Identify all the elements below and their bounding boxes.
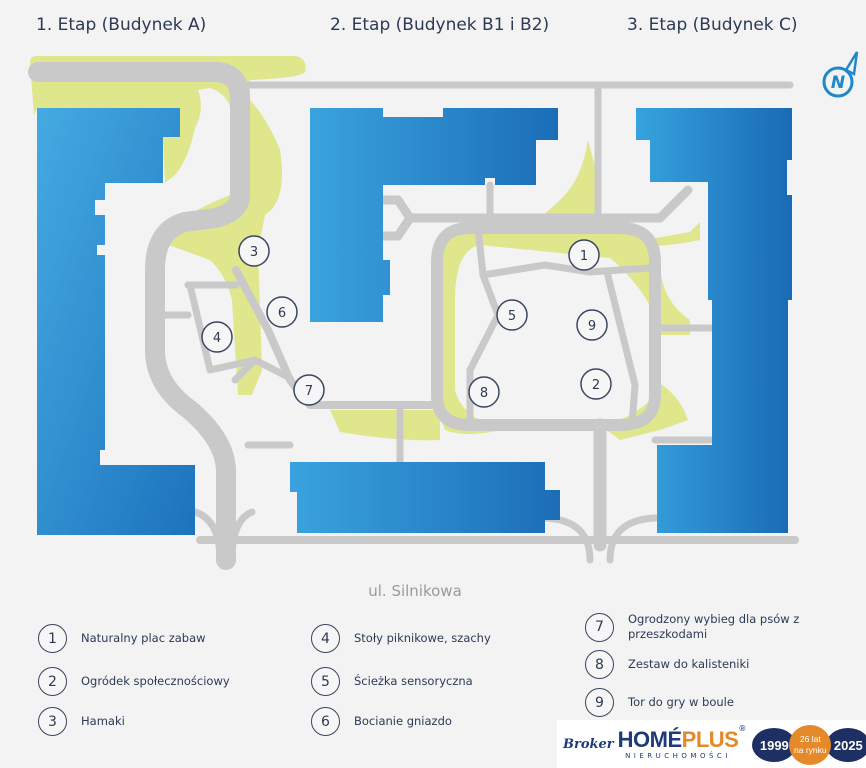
building-a [37,108,195,535]
north-compass-icon: N [822,51,859,98]
legend-number: 6 [311,707,340,736]
year-start: 1999 [752,728,797,762]
building-b2 [290,462,560,533]
logo-sub: NIERUCHOMOŚCI [625,751,731,760]
anniversary: 26 lat na rynku [789,725,832,765]
anniv-line1: 26 lat [799,734,821,744]
marker-number: 9 [588,319,596,334]
map-marker-2: 2 [580,368,612,400]
marker-circle [576,309,608,341]
marker-number: 2 [592,378,600,393]
legend-label: Hamaki [81,714,125,728]
legend-label: Naturalny plac zabaw [81,631,206,645]
marker-number: 6 [278,306,286,321]
legend-label: Ogrodzony wybieg dla psów z przeszkodami [628,612,800,641]
legend-label: Bocianie gniazdo [354,714,452,728]
logo-home: HOMÉ [617,726,683,752]
marker-circle [468,376,500,408]
map-marker-7: 7 [293,374,325,406]
legend-item-2: 2 Ogródek społecznościowy [38,667,271,696]
legend-number: 2 [38,667,67,696]
map-marker-4: 4 [201,321,233,353]
map-marker-3: 3 [238,235,270,267]
map-marker-6: 6 [266,296,298,328]
legend-item-9: 9 Tor do gry w boule [585,688,818,717]
legend-number: 3 [38,707,67,736]
legend-label: Zestaw do kalisteniki [628,657,750,671]
logo-brand: HOMÉPLUS NIERUCHOMOŚCI [617,726,739,760]
legend-item-1: 1 Naturalny plac zabaw [38,624,271,653]
legend-label: Ścieżka sensoryczna [354,674,473,688]
marker-number: 3 [250,245,258,260]
marker-circle [293,374,325,406]
compass-letter: N [831,73,845,93]
legend-item-3: 3 Hamaki [38,707,271,736]
legend-label: Ogródek społecznościowy [81,674,230,688]
marker-circle [496,299,528,331]
legend-number: 8 [585,650,614,679]
year-end: 2025 [826,728,866,762]
anniversary-badge: 1999 26 lat na rynku 2025 [752,724,866,765]
legend-item-5: 5 Ścieżka sensoryczna [311,667,544,696]
legend-item-4: 4 Stoły piknikowe, szachy [311,624,544,653]
marker-circle [580,368,612,400]
marker-circle [238,235,270,267]
stage-3-title: 3. Etap (Budynek C) [627,15,798,35]
logo-registered: ® [738,724,747,733]
marker-number: 5 [508,309,516,324]
marker-circle [266,296,298,328]
stage-2-title: 2. Etap (Budynek B1 i B2) [330,15,550,35]
legend-label: Stoły piknikowe, szachy [354,631,491,645]
legend-item-8: 8 Zestaw do kalisteniki [585,650,818,679]
legend-label: Tor do gry w boule [628,695,734,709]
legend-item-6: 6 Bocianie gniazdo [311,707,544,736]
marker-circle [201,321,233,353]
legend-number: 9 [585,688,614,717]
legend-number: 5 [311,667,340,696]
legend-item-7: 7 Ogrodzony wybieg dla psów z przeszkodam… [585,612,818,642]
logo-plus: PLUS [681,726,739,752]
amenity-markers: 1 2 3 4 5 6 7 8 9 [201,235,612,408]
map-marker-9: 9 [576,309,608,341]
marker-number: 8 [480,386,488,401]
building-c [636,108,792,533]
map-marker-5: 5 [496,299,528,331]
site-plan-map: N 1 2 3 4 5 6 7 8 9 [28,51,859,570]
anniv-line2: na rynku [794,745,827,755]
marker-number: 7 [305,384,313,399]
marker-number: 1 [580,249,588,264]
broker-logo: Broker HOMÉPLUS NIERUCHOMOŚCI ® 1999 26 … [557,720,866,768]
logo-broker: Broker [563,736,614,752]
marker-number: 4 [213,331,221,346]
street-name: ul. Silnikowa [368,582,462,600]
legend-number: 4 [311,624,340,653]
legend-number: 1 [38,624,67,653]
building-b1 [310,108,558,322]
legend-number: 7 [585,612,614,642]
map-marker-8: 8 [468,376,500,408]
map-marker-1: 1 [568,239,600,271]
marker-circle [568,239,600,271]
stage-1-title: 1. Etap (Budynek A) [36,15,207,35]
